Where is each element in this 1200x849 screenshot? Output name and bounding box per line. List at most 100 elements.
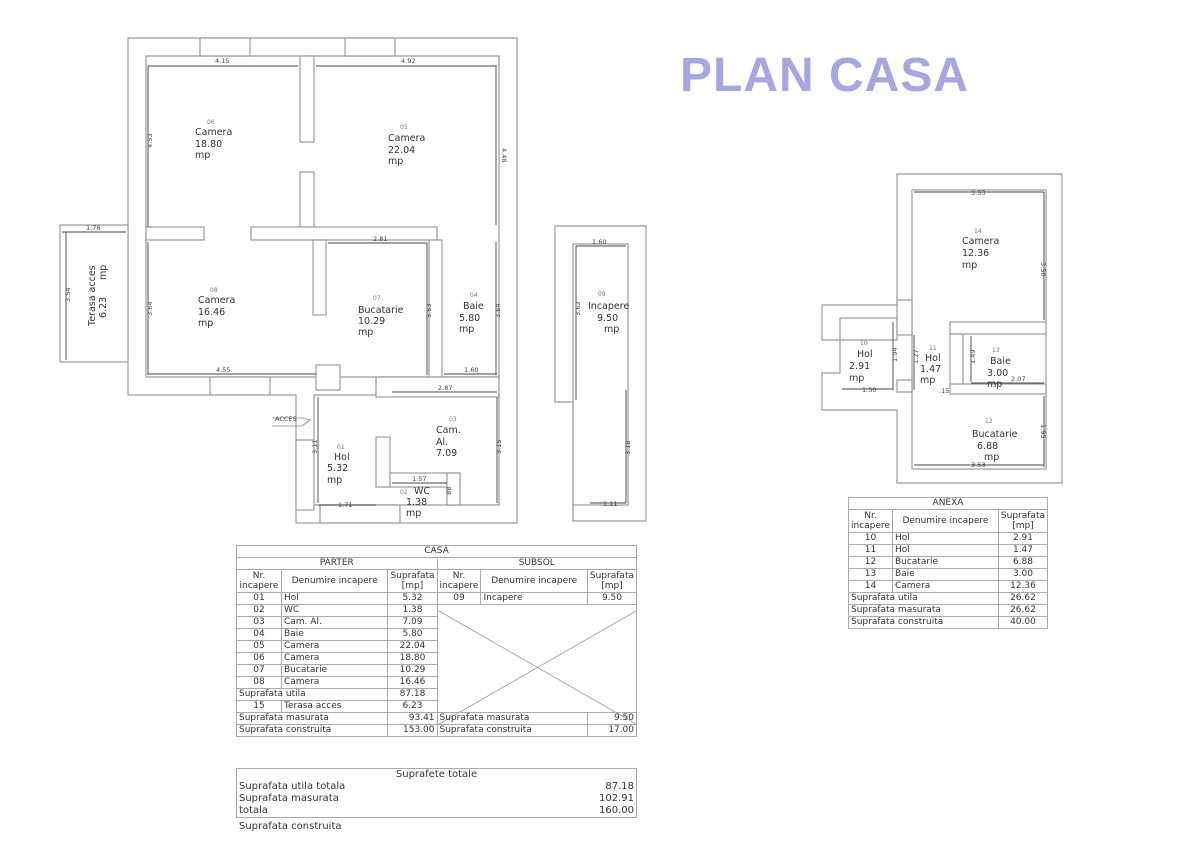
svg-text:mp: mp [459, 324, 474, 335]
svg-text:Baie: Baie [463, 301, 484, 312]
svg-text:10: 10 [860, 340, 868, 347]
svg-text:6.23: 6.23 [98, 297, 109, 318]
table-cell: Baie [280, 628, 389, 641]
column-header: Denumire incapere [480, 569, 588, 593]
table-cell: 5.32 [387, 592, 438, 605]
table-cell: 03 [236, 616, 282, 629]
table-cell: 07 [236, 664, 282, 677]
table-cell: 09 [436, 592, 482, 605]
dimension-label: 4.53 [146, 134, 154, 148]
annex-walls [821, 173, 1063, 484]
svg-text:04: 04 [470, 292, 478, 299]
table-cell: 87.18 [387, 688, 438, 701]
table-cell: 16.46 [387, 676, 438, 689]
svg-text:mp: mp [987, 379, 1002, 390]
column-header: Nr. incapere [848, 509, 893, 533]
anexa-table: ANEXA Nr. incapere Denumire incapere Sup… [848, 497, 1049, 629]
table-cell: Camera [280, 640, 389, 653]
table-cell: 11 [848, 544, 893, 557]
dimension-label: 3.53 [971, 189, 985, 197]
dimension-label: 4.92 [401, 57, 415, 65]
svg-text:mp: mp [358, 327, 373, 338]
svg-text:mp: mp [604, 324, 619, 335]
table-cell: 5.80 [387, 628, 438, 641]
room-04: 04 Baie 5.80 mp [459, 292, 484, 335]
svg-text:02: 02 [400, 489, 408, 496]
room-02: 02 WC 1.38 mp [400, 486, 430, 519]
table-cell: 1.47 [997, 544, 1049, 557]
svg-text:9.50: 9.50 [597, 313, 618, 324]
svg-text:12: 12 [985, 418, 993, 425]
dimension-label: 1.49 [969, 350, 977, 364]
svg-text:13: 13 [992, 347, 1000, 354]
svg-text:18.80: 18.80 [195, 139, 222, 150]
dimension-label: 1.76 [86, 224, 100, 232]
svg-text:mp: mp [406, 508, 421, 519]
dimension-label: 1.94 [891, 348, 899, 362]
dimension-labels: 4.15 4.92 4.53 4.48 1.76 3.54 3.64 2.81 … [64, 57, 1047, 509]
table-cell: Cam. Al. [280, 616, 389, 629]
dimension-lines [62, 65, 1045, 506]
table-cell: 10.29 [387, 664, 438, 677]
column-header: Nr. incapere [236, 569, 282, 593]
table-cell: 06 [236, 652, 282, 665]
room-07: 07 Bucatarie 10.29 mp [358, 295, 404, 338]
room-14: 14 Camera 12.36 mp [962, 228, 999, 271]
room-10: 10 Hol 2.91 mp [849, 340, 873, 384]
svg-text:Bucatarie: Bucatarie [972, 429, 1018, 440]
svg-text:1.47: 1.47 [920, 364, 941, 375]
dimension-label: 4.55 [216, 366, 230, 374]
svg-text:Hol: Hol [857, 349, 873, 360]
room-12: 12 Bucatarie 6.88 mp [972, 418, 1018, 463]
table-cell: 13 [848, 568, 893, 581]
svg-text:Terasa acces: Terasa acces [87, 265, 98, 327]
svg-text:03: 03 [449, 416, 457, 423]
svg-text:7.09: 7.09 [436, 448, 457, 459]
room-06: 06 Camera 18.80 mp [195, 119, 232, 161]
svg-text:01: 01 [337, 444, 345, 451]
room-03: 03 Cam. Al. 7.09 [436, 416, 461, 459]
table-cell: Camera [891, 580, 999, 593]
table-cell: 08 [236, 676, 282, 689]
dimension-label: 2.87 [438, 384, 452, 392]
dimension-label: 1.57 [412, 475, 426, 483]
dimension-label: 1.11 [603, 500, 617, 508]
svg-text:Bucatarie: Bucatarie [358, 305, 404, 316]
parter-header: PARTER [236, 557, 438, 570]
svg-text:09: 09 [598, 291, 606, 298]
table-cell: Hol [891, 544, 999, 557]
table-cell: WC [280, 604, 389, 617]
table-cell: 9.50 [586, 592, 638, 605]
svg-text:14: 14 [974, 228, 982, 235]
dimension-label: 1.27 [912, 350, 920, 364]
totals-construita-label: Suprafata construita [239, 821, 342, 832]
svg-text:Al.: Al. [436, 437, 448, 448]
svg-text:12.36: 12.36 [962, 248, 989, 259]
table-cell: 01 [236, 592, 282, 605]
table-cell: 14 [848, 580, 893, 593]
table-cell: 3.00 [997, 568, 1049, 581]
svg-text:mp: mp [327, 475, 342, 486]
casa-title: CASA [236, 545, 637, 558]
svg-text:mp: mp [388, 156, 403, 167]
table-cell: 22.04 [387, 640, 438, 653]
svg-text:3.00: 3.00 [987, 368, 1008, 379]
dimension-label: 3.63 [425, 304, 433, 318]
subsol-header: SUBSOL [436, 557, 638, 570]
svg-text:mp: mp [984, 452, 999, 463]
svg-text:05: 05 [400, 124, 408, 131]
svg-text:11: 11 [929, 345, 937, 352]
dimension-label: 2.81 [373, 235, 387, 243]
table-cell: Hol [891, 532, 999, 545]
dimension-label: 3.62 [574, 302, 582, 316]
dimension-label: 3.11 [311, 440, 319, 454]
table-cell: 15 [236, 700, 282, 713]
